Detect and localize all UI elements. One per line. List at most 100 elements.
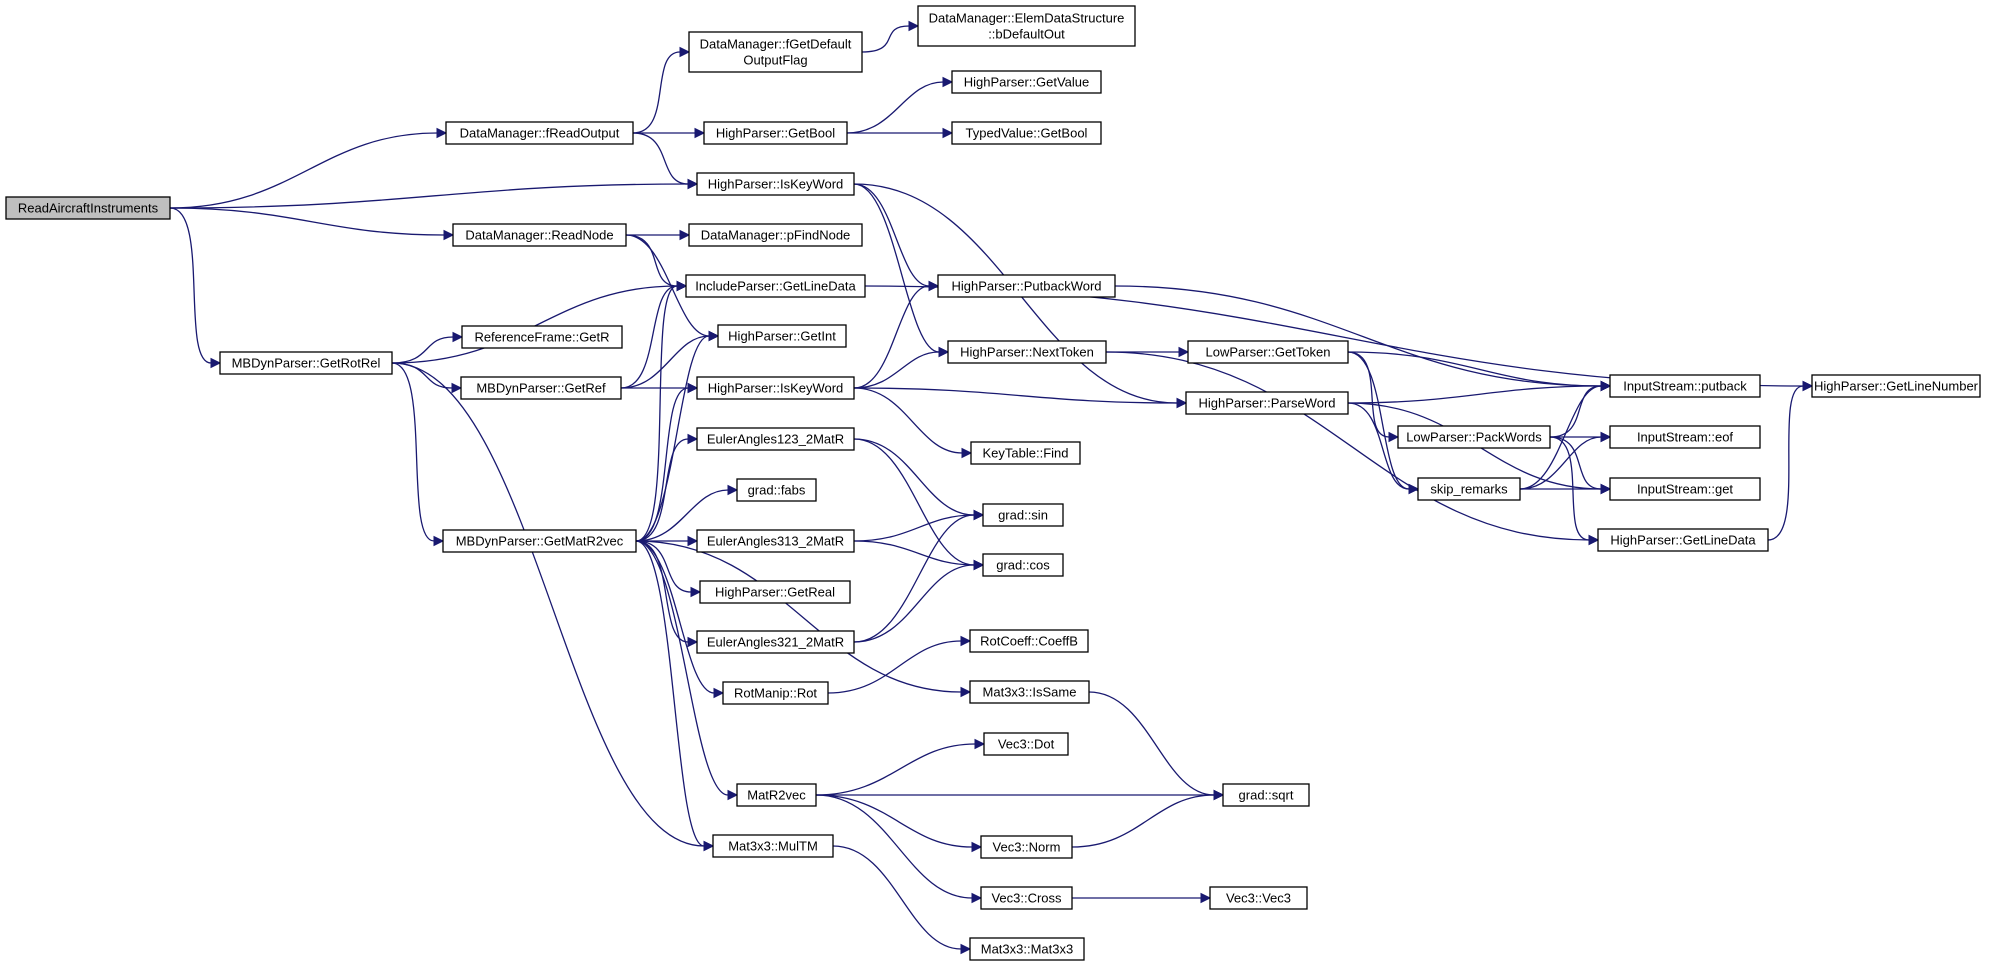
node-highparser-getlinedata[interactable]: HighParser::GetLineData	[1597, 528, 1769, 552]
node-mbdynparser-getrotrel[interactable]: MBDynParser::GetRotRel	[219, 351, 393, 375]
node-box	[970, 441, 1081, 465]
node-highparser-getlinenumber[interactable]: HighParser::GetLineNumber	[1811, 374, 1981, 398]
node-grad-sqrt[interactable]: grad::sqrt	[1222, 783, 1310, 807]
node-vec3-dot[interactable]: Vec3::Dot	[983, 732, 1069, 756]
node-lowparser-packwords[interactable]: LowParser::PackWords	[1397, 425, 1551, 449]
node-box	[951, 70, 1102, 94]
node-keytable-find[interactable]: KeyTable::Find	[970, 441, 1081, 465]
node-typedvalue-getbool[interactable]: TypedValue::GetBool	[951, 121, 1102, 145]
node-vec3-vec3[interactable]: Vec3::Vec3	[1209, 886, 1308, 910]
node-grad-sin[interactable]: grad::sin	[982, 503, 1064, 527]
arrowhead	[452, 331, 464, 343]
node-highparser-putbackword[interactable]: HighParser::PutbackWord	[937, 274, 1116, 298]
node-label: HighParser::GetValue	[964, 75, 1090, 90]
node-label: Vec3::Vec3	[1226, 891, 1291, 906]
node-vec3-norm[interactable]: Vec3::Norm	[980, 835, 1073, 859]
node-box	[951, 121, 1102, 145]
edge-readaircraftinstruments-to-highparser-iskeyword1	[169, 183, 689, 209]
node-box	[688, 31, 863, 73]
arrowhead	[938, 346, 950, 358]
node-box	[696, 172, 855, 196]
node-datamanager-readnode[interactable]: DataManager::ReadNode	[452, 223, 627, 247]
node-box	[1417, 477, 1521, 501]
node-highparser-parseword[interactable]: HighParser::ParseWord	[1185, 391, 1349, 415]
node-label: ReadAircraftInstruments	[18, 201, 159, 216]
edge-mbdynparser-getrotrel-to-mbdynparser-getmatr2vec	[391, 362, 435, 542]
node-mat3x3-issame[interactable]: Mat3x3::IsSame	[969, 680, 1090, 704]
node-box	[1609, 425, 1761, 449]
node-label: LowParser::GetToken	[1205, 345, 1330, 360]
edge-readaircraftinstruments-to-mbdynparser-getrotrel	[169, 207, 212, 364]
node-eulerangles123-2matr[interactable]: EulerAngles123_2MatR	[696, 427, 855, 451]
node-vec3-cross[interactable]: Vec3::Cross	[980, 886, 1073, 910]
node-label: grad::fabs	[748, 483, 806, 498]
node-label: HighParser::IsKeyWord	[708, 381, 844, 396]
node-box	[1209, 886, 1308, 910]
node-mbdynparser-getref[interactable]: MBDynParser::GetRef	[460, 376, 622, 400]
edge-mbdynparser-getrotrel-to-referenceframe-getr	[391, 336, 454, 364]
arrowhead	[1588, 534, 1600, 546]
node-label: LowParser::PackWords	[1406, 430, 1542, 445]
edge-matr2vec-to-vec3-norm	[815, 794, 973, 848]
node-grad-cos[interactable]: grad::cos	[982, 553, 1064, 577]
edge-highparser-iskeyword2-to-highparser-putbackword	[853, 285, 930, 389]
node-highparser-getbool[interactable]: HighParser::GetBool	[703, 121, 848, 145]
node-eulerangles313-2matr[interactable]: EulerAngles313_2MatR	[696, 529, 855, 553]
node-inputstream-putback[interactable]: InputStream::putback	[1609, 374, 1761, 398]
edge-matr2vec-to-vec3-dot	[815, 743, 976, 796]
node-box	[736, 478, 817, 502]
node-datamanager-freadoutput[interactable]: DataManager::fReadOutput	[445, 121, 634, 145]
node-label: grad::sin	[998, 508, 1048, 523]
node-box	[980, 835, 1073, 859]
node-inputstream-eof[interactable]: InputStream::eof	[1609, 425, 1761, 449]
node-label: MBDynParser::GetMatR2vec	[456, 534, 624, 549]
node-label: HighParser::ParseWord	[1198, 396, 1335, 411]
node-grad-fabs[interactable]: grad::fabs	[736, 478, 817, 502]
node-highparser-iskeyword1[interactable]: HighParser::IsKeyWord	[696, 172, 855, 196]
node-skip-remarks[interactable]: skip_remarks	[1417, 477, 1521, 501]
arrowhead	[960, 635, 972, 647]
call-edges	[169, 20, 1814, 955]
node-eulerangles321-2matr[interactable]: EulerAngles321_2MatR	[696, 630, 855, 654]
node-box	[1597, 528, 1769, 552]
node-box	[461, 325, 623, 349]
node-highparser-getreal[interactable]: HighParser::GetReal	[699, 580, 851, 604]
edge-eulerangles321-2matr-to-grad-sin	[853, 514, 975, 643]
node-inputstream-get[interactable]: InputStream::get	[1609, 477, 1761, 501]
node-box	[1397, 425, 1551, 449]
arrowhead	[1408, 483, 1420, 495]
node-label: EulerAngles321_2MatR	[707, 635, 844, 650]
node-highparser-nexttoken[interactable]: HighParser::NextToken	[947, 340, 1107, 364]
node-mbdynparser-getmatr2vec[interactable]: MBDynParser::GetMatR2vec	[442, 529, 637, 553]
node-mat3x3-multm[interactable]: Mat3x3::MulTM	[712, 834, 834, 858]
node-referenceframe-getr[interactable]: ReferenceFrame::GetR	[461, 325, 623, 349]
arrowhead	[1178, 346, 1190, 358]
edge-eulerangles313-2matr-to-grad-cos	[853, 540, 975, 566]
node-label: OutputFlag	[743, 53, 807, 68]
arrowhead	[687, 636, 699, 648]
node-label: ReferenceFrame::GetR	[474, 330, 609, 345]
arrowhead	[1600, 431, 1612, 443]
arrowhead	[687, 433, 699, 445]
node-mat3x3-mat3x3[interactable]: Mat3x3::Mat3x3	[969, 937, 1085, 961]
node-highparser-getvalue[interactable]: HighParser::GetValue	[951, 70, 1102, 94]
arrowhead	[973, 509, 985, 521]
edge-rotmanip-rot-to-rotcoeff-coeffb	[827, 640, 962, 694]
node-label: ::bDefaultOut	[988, 27, 1065, 42]
arrowhead	[433, 535, 445, 547]
edge-mbdynparser-getmatr2vec-to-rotmanip-rot	[635, 540, 715, 694]
node-highparser-getint[interactable]: HighParser::GetInt	[717, 324, 847, 348]
edge-mbdynparser-getmatr2vec-to-matr2vec	[635, 540, 729, 796]
node-datamanager-pfindnode[interactable]: DataManager::pFindNode	[688, 223, 863, 247]
node-rotcoeff-coeffb[interactable]: RotCoeff::CoeffB	[969, 629, 1089, 653]
node-lowparser-gettoken[interactable]: LowParser::GetToken	[1187, 340, 1349, 364]
node-highparser-iskeyword2[interactable]: HighParser::IsKeyWord	[696, 376, 855, 400]
edge-highparser-parseword-to-skip-remarks	[1347, 402, 1410, 490]
node-matr2vec[interactable]: MatR2vec	[736, 783, 817, 807]
node-rotmanip-rot[interactable]: RotManip::Rot	[722, 681, 829, 705]
node-readaircraftinstruments[interactable]: ReadAircraftInstruments	[5, 196, 171, 220]
node-includeparser-getlinedata[interactable]: IncludeParser::GetLineData	[685, 274, 866, 298]
edge-mat3x3-multm-to-mat3x3-mat3x3	[832, 845, 962, 950]
node-elemdatastructure-bdefaultout[interactable]: DataManager::ElemDataStructure::bDefault…	[917, 5, 1136, 47]
